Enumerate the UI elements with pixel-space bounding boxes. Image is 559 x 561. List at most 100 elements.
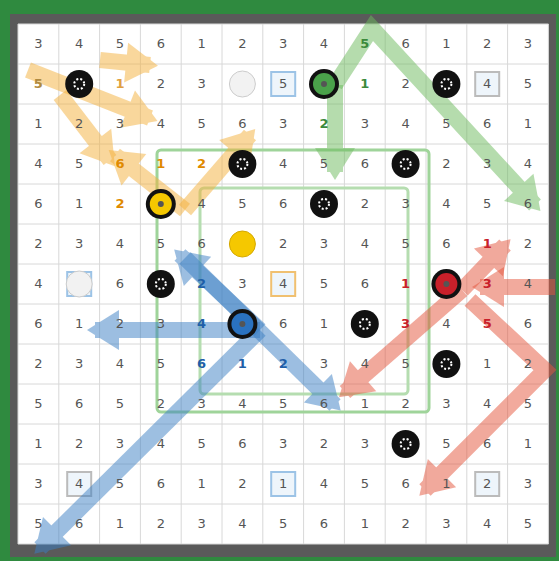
stone-mark [360,319,370,329]
cell-number: 3 [187,75,217,93]
cell-number: 5 [513,395,543,413]
cell-number: 4 [268,275,298,293]
cell-number: 3 [431,515,461,533]
cell-number: 3 [309,235,339,253]
player-piece [431,269,461,299]
cell-number: 5 [472,195,502,213]
grid-line [344,24,345,544]
grid-line [18,224,548,225]
black-stone [147,270,175,298]
cell-number: 5 [64,155,94,173]
cell-number: 4 [64,35,94,53]
cell-number: 4 [187,195,217,213]
cell-number: 5 [23,75,53,93]
marked-square [67,272,91,296]
cell-number: 1 [472,355,502,373]
cell-number: 6 [350,155,380,173]
cell-number: 5 [350,35,380,53]
cell-number: 5 [472,315,502,333]
cell-number: 5 [23,515,53,533]
cell-number: 1 [431,475,461,493]
stone-mark [319,199,329,209]
black-stone [65,70,93,98]
cell-number: 6 [309,515,339,533]
cell-number: 3 [268,435,298,453]
cell-number: 6 [105,275,135,293]
black-stone [351,310,379,338]
stone-mark [156,279,166,289]
cell-number: 4 [391,115,421,133]
cell-number: 3 [350,115,380,133]
cell-number: 1 [23,435,53,453]
cell-number: 6 [309,395,339,413]
black-stone [432,350,460,378]
cell-number: 4 [23,155,53,173]
player-piece-center [321,81,327,87]
cell-number: 2 [309,115,339,133]
cell-number: 6 [187,235,217,253]
cell-number: 2 [64,435,94,453]
player-piece-center [239,321,245,327]
cell-number: 4 [309,475,339,493]
cell-number: 3 [472,155,502,173]
cell-number: 3 [391,195,421,213]
cell-number: 1 [146,155,176,173]
cell-number: 3 [513,35,543,53]
cell-number: 1 [391,275,421,293]
move-arrow [87,310,260,350]
cell-number: 2 [391,515,421,533]
cell-number: 5 [309,155,339,173]
cell-number: 4 [309,35,339,53]
cell-number: 1 [513,435,543,453]
cell-number: 6 [227,435,257,453]
cell-number: 1 [513,115,543,133]
cell-number: 1 [187,35,217,53]
cell-number: 5 [309,275,339,293]
cell-number: 2 [268,235,298,253]
move-arrow [100,43,158,83]
move-arrow [60,95,115,166]
cell-number: 2 [146,515,176,533]
cell-number: 4 [472,75,502,93]
cell-number: 3 [105,115,135,133]
move-arrow [339,290,462,397]
black-stone [392,150,420,178]
cell-number: 1 [350,515,380,533]
cell-number: 3 [513,475,543,493]
stone-mark [441,359,451,369]
cell-number: 4 [513,155,543,173]
grid-line [18,384,548,385]
cell-number: 5 [513,75,543,93]
cell-number: 5 [187,435,217,453]
cell-number: 3 [472,275,502,293]
cell-number: 4 [187,315,217,333]
cell-number: 5 [431,115,461,133]
cell-number: 6 [146,475,176,493]
cell-number: 4 [350,355,380,373]
cell-number: 4 [105,235,135,253]
cell-number: 5 [431,435,461,453]
cell-number: 1 [23,115,53,133]
grid-line [18,424,548,425]
white-stone [66,271,92,297]
stone-mark [237,159,247,169]
cell-number: 1 [472,235,502,253]
cell-number: 2 [309,435,339,453]
cell-number: 6 [431,235,461,253]
cell-number: 3 [23,475,53,493]
player-piece-color [435,273,457,295]
grid-line [18,24,548,25]
cell-number: 2 [23,355,53,373]
cell-number: 4 [472,395,502,413]
cell-number: 6 [513,195,543,213]
cell-number: 3 [64,355,94,373]
cell-number: 5 [105,395,135,413]
grid-line [18,504,548,505]
cell-number: 3 [431,395,461,413]
cell-number: 2 [472,475,502,493]
cell-number: 2 [268,355,298,373]
board-frame [10,14,556,557]
cell-number: 3 [391,315,421,333]
player-piece-color [313,73,335,95]
